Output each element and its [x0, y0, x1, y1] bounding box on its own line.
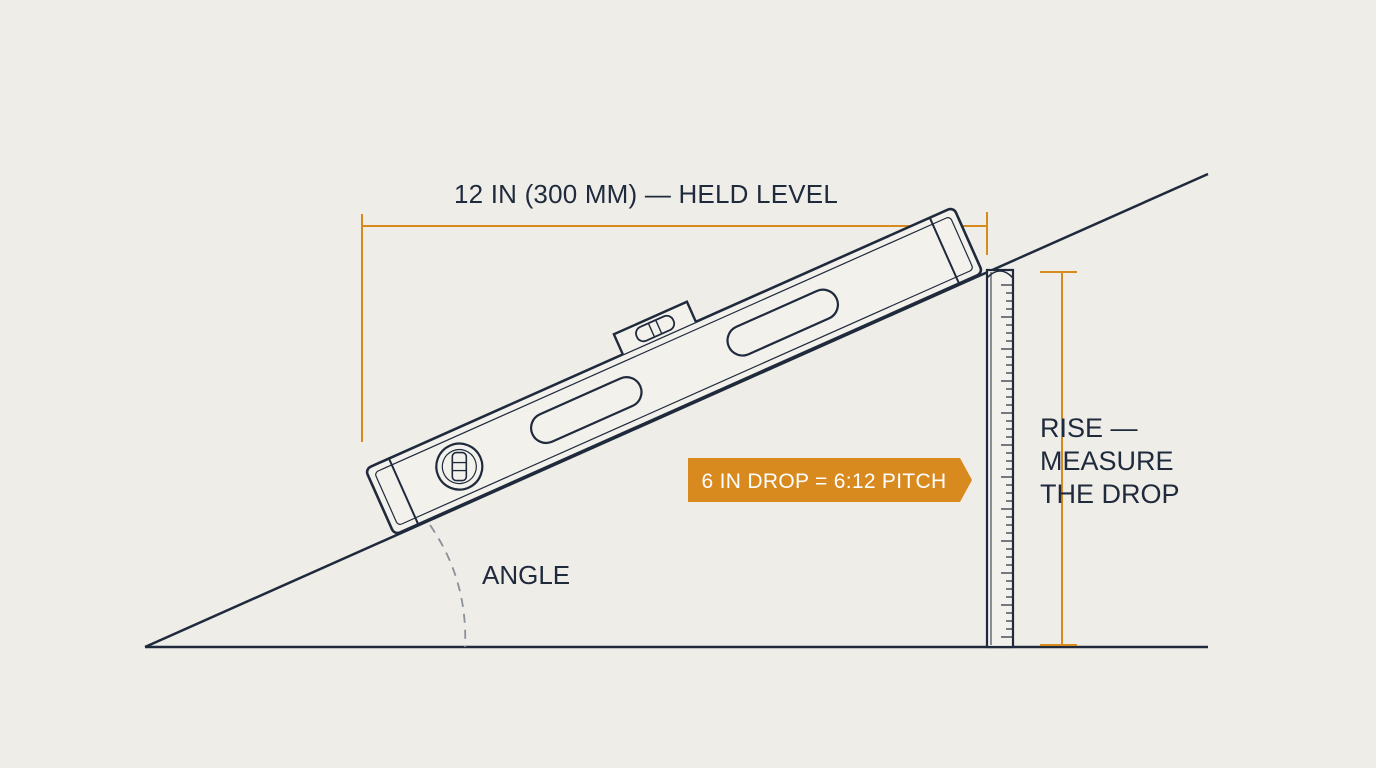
level-slot-left	[530, 376, 643, 445]
center-vial-housing	[612, 300, 697, 355]
measuring-ruler	[985, 268, 1015, 649]
rise-dimension	[1040, 271, 1077, 646]
plumb-vial	[435, 442, 484, 491]
rise-label-line-2: MEASURE	[1040, 446, 1174, 476]
angle-label: ANGLE	[482, 560, 570, 590]
center-vial	[635, 314, 676, 343]
rise-label-line-1: RISE —	[1040, 413, 1138, 443]
pitch-callout-text: 6 IN DROP = 6:12 PITCH	[702, 470, 947, 493]
rise-label-line-3: THE DROP	[1040, 479, 1180, 509]
top-dimension	[361, 212, 988, 442]
ruler-ticks	[1001, 284, 1013, 638]
spirit-level	[365, 207, 983, 535]
level-slot-right	[726, 288, 840, 357]
top-dimension-label: 12 IN (300 MM) — HELD LEVEL	[454, 179, 838, 209]
pitch-callout: 6 IN DROP = 6:12 PITCH	[688, 458, 972, 502]
angle-arc	[429, 524, 467, 648]
